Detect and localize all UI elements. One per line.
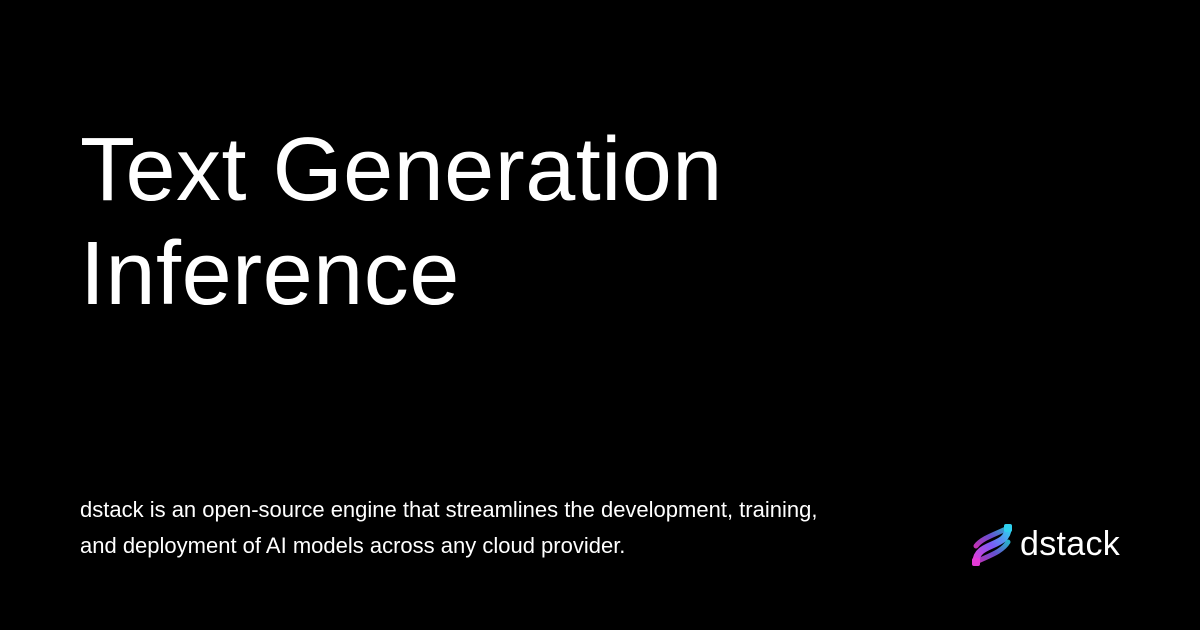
title-line-1: Text Generation	[80, 120, 723, 220]
description-line-1: dstack is an open-source engine that str…	[80, 497, 818, 522]
description-line-2: and deployment of AI models across any c…	[80, 533, 626, 558]
title-line-2: Inference	[80, 224, 460, 324]
brand-name: dstack	[1020, 525, 1121, 563]
page-title: Text Generation Inference	[80, 118, 980, 326]
page-description: dstack is an open-source engine that str…	[80, 492, 920, 564]
dstack-logo-icon	[972, 524, 1012, 566]
brand-logo: dstack	[968, 520, 1120, 568]
